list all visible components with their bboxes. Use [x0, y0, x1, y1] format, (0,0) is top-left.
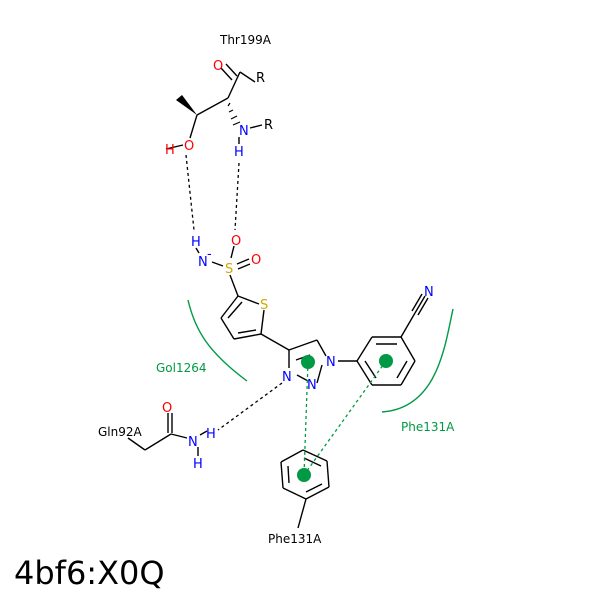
ring-centroid-phe131 — [297, 468, 311, 482]
hash-bond — [227, 102, 241, 126]
bond — [195, 247, 200, 254]
bond — [220, 295, 239, 319]
bond — [356, 336, 373, 362]
bond — [411, 293, 423, 312]
atom-n-triazole-3: N — [282, 370, 292, 385]
bond — [280, 461, 284, 489]
bond — [170, 433, 188, 439]
bond — [296, 374, 309, 382]
ring-centroid-triazole — [301, 355, 315, 369]
atom-h-gln-1: H — [206, 427, 216, 442]
atom-r-n-thr: R — [264, 118, 273, 133]
bond — [288, 339, 318, 351]
bond — [400, 360, 416, 386]
bond — [282, 487, 307, 500]
atom-s-thiophene: S — [260, 298, 268, 313]
bond — [225, 63, 238, 77]
bond — [249, 124, 263, 129]
atom-r-carbonyl-thr: R — [256, 71, 265, 86]
bond — [417, 297, 429, 316]
ring-centroid-phenyl — [379, 354, 393, 368]
hbond-gln-triazole — [217, 382, 283, 431]
bond — [227, 301, 243, 319]
atom-h-gln-2: H — [193, 457, 203, 472]
atom-n-charge: - — [207, 247, 212, 262]
bond — [400, 336, 416, 362]
hbond-layer — [185, 154, 283, 431]
atom-o-sulfonyl-top: O — [231, 234, 241, 249]
bond — [227, 71, 241, 99]
atom-n-nitrile: N — [424, 285, 434, 300]
diagram-title: 4bf6:X0Q — [14, 554, 165, 592]
pi-stack-triazole — [303, 361, 309, 476]
bond — [233, 333, 262, 340]
atom-o-gln: O — [162, 401, 172, 416]
bond — [220, 67, 233, 81]
hbond-thr-oh — [185, 154, 195, 231]
bond — [302, 449, 328, 462]
bond — [305, 486, 330, 500]
bond — [144, 433, 172, 451]
bond — [189, 114, 198, 139]
bond — [237, 329, 257, 334]
bond — [356, 360, 373, 386]
bond — [127, 437, 146, 451]
residue-label-phe131-bottom: Phe131A — [268, 532, 322, 546]
bond — [400, 312, 416, 338]
bond — [260, 309, 265, 335]
residue-label-gln92: Gln92A — [98, 425, 143, 439]
bond — [414, 295, 426, 314]
hydrophobic-arc-gol1264 — [187, 299, 248, 382]
bond — [364, 360, 377, 379]
bond — [196, 97, 229, 116]
pi-stack-layer — [303, 360, 387, 476]
atom-n-triazole-2: N — [307, 378, 317, 393]
bond — [297, 498, 307, 529]
bond — [237, 295, 260, 305]
atom-o-oh-thr: O — [184, 139, 194, 154]
bond — [396, 360, 408, 379]
hbond-thr-nh — [234, 162, 240, 231]
atom-n-triazole-1: N — [326, 355, 336, 370]
bond — [305, 483, 323, 493]
atom-n-gln: N — [188, 435, 198, 450]
bond — [316, 339, 327, 357]
bond — [230, 245, 235, 259]
atom-h-n-thr: H — [234, 145, 244, 160]
atom-n-sulfonamide: N — [198, 255, 208, 270]
bond — [211, 261, 224, 267]
bond-layer — [127, 63, 429, 529]
atom-o-sulfonyl-right: O — [251, 253, 261, 268]
atom-h-sulfonamide: H — [191, 235, 201, 250]
atom-h-oh-thr: H — [165, 143, 175, 158]
bond — [220, 317, 235, 340]
residue-label-phe131-right: Phe131A — [401, 420, 455, 434]
atom-s-sulfonyl: S — [225, 262, 233, 277]
atom-n-thr: N — [239, 124, 249, 139]
hydrophobic-arc-phe131 — [381, 308, 454, 413]
bond — [326, 460, 330, 488]
bond — [237, 263, 251, 270]
residue-label-thr199: Thr199A — [219, 33, 272, 47]
bond — [303, 457, 322, 467]
bond — [236, 258, 250, 265]
wedge-bond — [176, 95, 197, 115]
bond — [316, 364, 323, 384]
bond — [287, 465, 290, 484]
bond — [280, 449, 304, 463]
bond — [199, 430, 208, 436]
bond — [229, 274, 239, 297]
bond — [165, 144, 184, 150]
atom-o-carbonyl-thr: O — [213, 59, 223, 74]
residue-label-gol1264: Gol1264 — [156, 361, 207, 375]
bond — [239, 71, 256, 83]
bond — [260, 333, 290, 351]
